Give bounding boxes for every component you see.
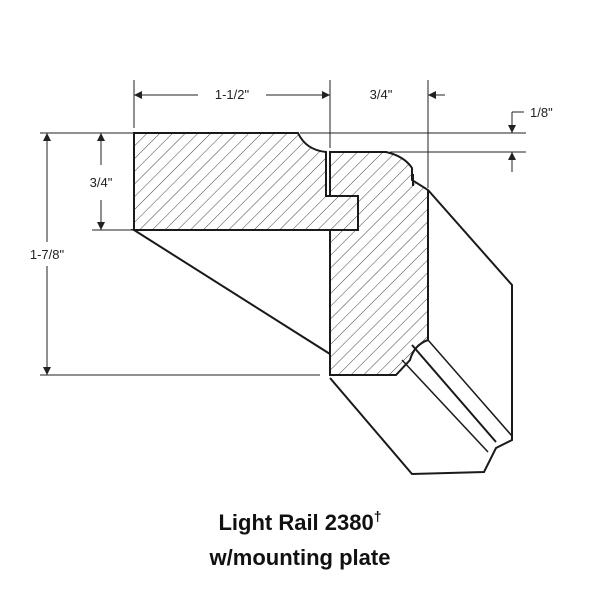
arrow-left <box>134 91 142 99</box>
arrow-left-total-a <box>43 133 51 141</box>
arrow-top-right <box>428 91 436 99</box>
arrow-right <box>322 91 330 99</box>
arrow-left-total-b <box>43 367 51 375</box>
rail-face-line-2 <box>427 339 513 437</box>
light-rail-body <box>329 189 513 476</box>
caption-title-text: Light Rail 2380 <box>218 510 374 535</box>
caption-subtitle: w/mounting plate <box>209 545 391 570</box>
mounting-plate-bevel <box>130 229 331 356</box>
dim-left-total-label: 1-7/8" <box>30 247 65 262</box>
light-rail-section <box>329 151 429 376</box>
arrow-left-short-b <box>97 222 105 230</box>
arrow-eighth-b <box>508 152 516 160</box>
rail-face-line-3 <box>401 359 489 453</box>
mounting-plate-section <box>133 132 359 231</box>
dim-eighth-label: 1/8" <box>530 105 553 120</box>
caption-title: Light Rail 2380† <box>0 508 600 536</box>
arrow-eighth-a <box>508 125 516 133</box>
arrow-left-short-a <box>97 133 105 141</box>
dim-left-short-label: 3/4" <box>90 175 113 190</box>
rail-face-line-1 <box>411 344 497 443</box>
caption-dagger: † <box>373 508 382 524</box>
dim-top-right-label: 3/4" <box>370 87 393 102</box>
dim-top-left-label: 1-1/2" <box>215 87 250 102</box>
